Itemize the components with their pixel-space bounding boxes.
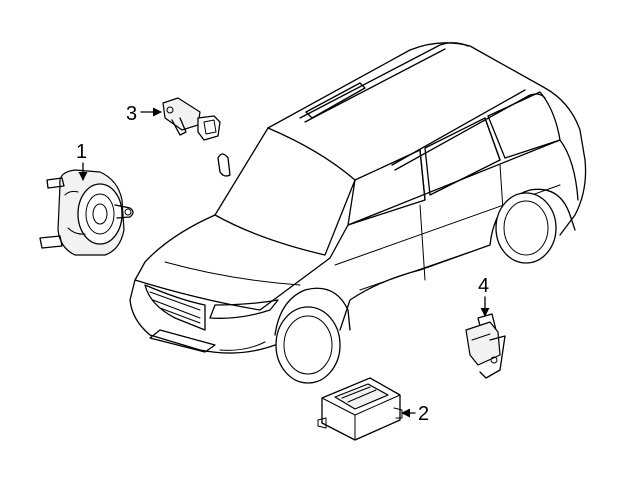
- callout-number: 4: [478, 275, 489, 297]
- callout-2: 2: [401, 403, 429, 425]
- callout-number: 1: [76, 141, 87, 163]
- callout-3: 3: [126, 103, 162, 125]
- front-impact-sensor-part: [162, 97, 221, 141]
- callout-number: 3: [126, 103, 137, 125]
- clock-spring-part: [39, 169, 134, 256]
- side-impact-sensor-part: [465, 313, 506, 379]
- callout-number: 2: [418, 403, 429, 425]
- airbag-control-module-part: [317, 377, 403, 441]
- vehicle-illustration: [129, 42, 587, 384]
- callout-4: 4: [478, 275, 490, 317]
- callout-1: 1: [76, 141, 88, 181]
